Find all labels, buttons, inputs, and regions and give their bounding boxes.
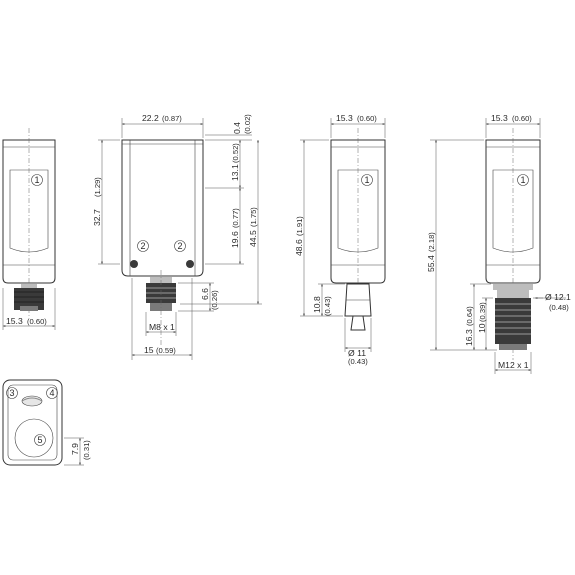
callout-1b: 1 — [364, 175, 369, 185]
v2-thread: M8 x 1 — [149, 322, 175, 332]
callout-1-circle — [31, 174, 43, 186]
v4-height: 55.4 — [426, 255, 436, 272]
v2-top-in: (0.02) — [243, 114, 252, 134]
callout-1: 1 — [34, 175, 39, 185]
callout-5: 5 — [37, 435, 42, 445]
callout-1c: 1 — [520, 175, 525, 185]
v2-base-in: (0.59) — [156, 346, 176, 355]
v4-dia-in: (0.48) — [549, 303, 569, 312]
callout-3: 3 — [9, 388, 14, 398]
v2-base: 15 — [144, 345, 154, 355]
v4-16: 16.3 — [464, 329, 474, 346]
v2-top: 0.4 — [232, 122, 242, 134]
v4-16-in: (0.64) — [465, 306, 474, 326]
v2-width-in: (0.87) — [162, 114, 182, 123]
v4-dia: Ø 12.1 — [545, 292, 571, 302]
v2-height-in: (1.29) — [93, 177, 102, 197]
v3-height: 48.6 — [294, 239, 304, 256]
v4-width-in: (0.60) — [512, 114, 532, 123]
v2-13: 13.1 — [230, 164, 240, 181]
view-front-cable: 1 15.3 (0.60) 48.6 (1.91) 10.8 (0.43) Ø … — [294, 113, 386, 366]
v2-height: 32.7 — [92, 209, 102, 226]
callout-2b: 2 — [177, 241, 182, 251]
v3-height-in: (1.91) — [295, 216, 304, 236]
v5-79-in: (0.31) — [82, 440, 91, 460]
v4-thread: M12 x 1 — [498, 360, 529, 370]
view-front-m8: 1 15.3 (0.60) — [2, 128, 56, 330]
v1-width: 15.3 — [6, 316, 23, 326]
v2-width: 22.2 — [142, 113, 159, 123]
v1-width-in: (0.60) — [27, 317, 47, 326]
view-top: 3 4 5 7.9 (0.31) — [2, 379, 91, 466]
v3-conn: 10.8 — [312, 296, 322, 313]
view-front-m12: 1 15.3 (0.60) 55.4 (2.18) 16.3 (0.64) 10… — [426, 113, 571, 374]
v3-conn-in: (0.43) — [323, 296, 332, 316]
v2-13-in: (0.52) — [231, 143, 240, 163]
callout-4: 4 — [49, 388, 54, 398]
view-side-m8: 2 2 22.2 (0.87) 0.4 (0.02) 32.7 (1.29) 1… — [92, 113, 262, 360]
v4-width: 15.3 — [491, 113, 508, 123]
v2-44: 44.5 — [248, 230, 258, 247]
v4-10-in: (0.39) — [478, 302, 487, 322]
v5-79: 7.9 — [70, 443, 80, 455]
v4-10: 10 — [477, 323, 487, 333]
v3-width: 15.3 — [336, 113, 353, 123]
v4-height-in: (2.18) — [427, 232, 436, 252]
v2-19: 19.6 — [230, 231, 240, 248]
v2-conn-in: (0.26) — [210, 290, 219, 310]
v3-width-in: (0.60) — [357, 114, 377, 123]
v3-dia: Ø 11 — [348, 348, 366, 358]
v2-conn: 6.6 — [200, 288, 210, 300]
v2-44-in: (1.75) — [249, 207, 258, 227]
v2-19-in: (0.77) — [231, 208, 240, 228]
v3-dia-in: (0.43) — [348, 357, 368, 366]
callout-2a: 2 — [140, 241, 145, 251]
